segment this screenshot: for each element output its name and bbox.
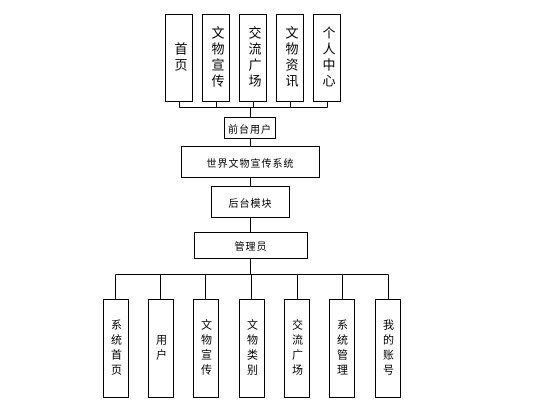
node-label: 前台用户 [228, 124, 272, 136]
node-label: 文物宣传 [208, 26, 224, 90]
node-backend-module: 后台模块 [211, 186, 290, 218]
node-label: 后台模块 [228, 198, 273, 210]
node-label: 文物宣传 [199, 318, 213, 379]
node-label: 文物资讯 [282, 26, 298, 90]
node-admin: 管理员 [194, 232, 308, 259]
node-back-relic-category: 文物类别 [239, 299, 265, 398]
node-front-relic-promotion: 文物宣传 [202, 14, 230, 102]
node-back-system-management: 系统管理 [329, 299, 355, 398]
node-label: 系统首页 [109, 318, 123, 379]
node-label: 文物类别 [245, 318, 259, 379]
node-front-relic-news: 文物资讯 [276, 14, 304, 102]
node-label: 交流广场 [290, 318, 304, 379]
node-back-users: 用户 [148, 299, 174, 398]
node-system: 世界文物宣传系统 [181, 146, 320, 178]
node-frontend-user: 前台用户 [224, 117, 276, 139]
node-front-home: 首页 [165, 14, 193, 102]
node-label: 我的账号 [381, 318, 395, 379]
node-front-exchange-square: 交流广场 [239, 14, 267, 102]
node-back-my-account: 我的账号 [375, 299, 401, 398]
node-back-exchange-square: 交流广场 [284, 299, 310, 398]
node-label: 交流广场 [245, 26, 261, 90]
node-back-system-home: 系统首页 [103, 299, 129, 398]
node-label: 首页 [171, 42, 187, 74]
node-label: 管理员 [234, 242, 268, 253]
node-label: 世界文物宣传系统 [206, 158, 295, 170]
node-back-relic-promotion: 文物宣传 [193, 299, 219, 398]
node-label: 个人中心 [319, 26, 335, 90]
node-label: 系统管理 [335, 318, 349, 379]
node-front-personal-center: 个人中心 [313, 14, 341, 102]
node-label: 用户 [154, 333, 168, 364]
